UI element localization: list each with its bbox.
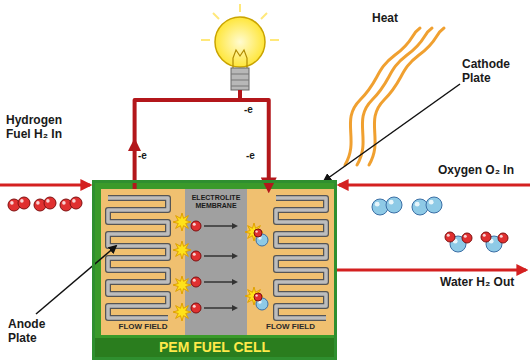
flow-arrows [0,185,530,270]
output-label: Water H₂ Out [440,276,528,290]
light-bulb [201,4,279,100]
electrolyte-membrane: ELECTROLITE MEMBRANE [185,189,247,335]
node-text: ELECTROLITE MEMBRANE [187,194,245,210]
heat-waves [345,28,444,165]
flow-field-coils [108,198,326,318]
cell-body [92,180,337,360]
part-label: Anode Plate [8,318,58,346]
cathode-flow-field: FLOW FIELD [247,189,334,335]
anode-flow-field: FLOW FIELD [101,189,185,335]
input-label: Oxygen O₂ In [438,164,526,178]
electron-label: -e [246,150,262,162]
particles [8,197,508,321]
electron-label: -e [244,104,260,116]
node-text: PEM FUEL CELL [159,339,270,355]
fuel-cell-body: PEM FUEL CELL FLOW FIELD ELECTROLITE MEMBR… [92,180,337,360]
node-text: FLOW FIELD [266,322,315,331]
input-label: Hydrogen Fuel H₂ In [6,114,64,142]
leader-lines [36,84,460,314]
node-text: FLOW FIELD [119,322,168,331]
part-label: Cathode Plate [462,58,524,86]
electron-wire [135,100,269,189]
electron-label: -e [138,150,154,162]
heat-label: Heat [372,12,412,26]
